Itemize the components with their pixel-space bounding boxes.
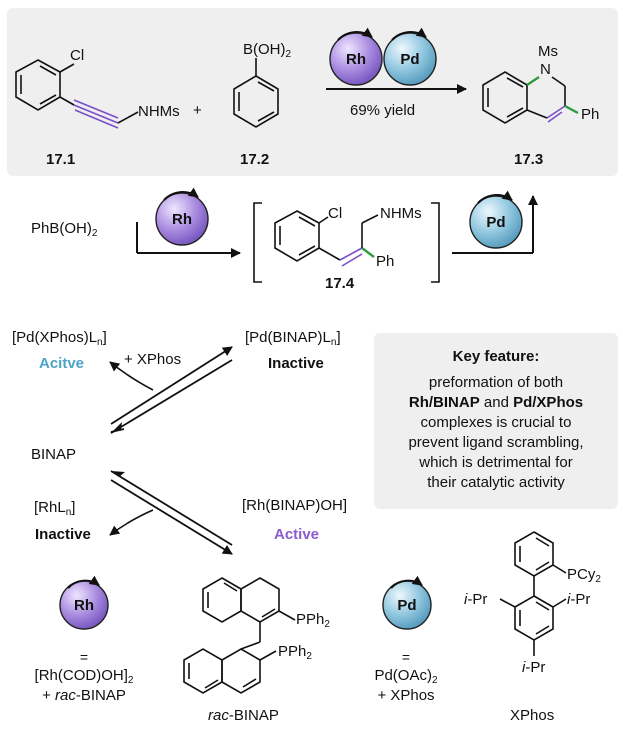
pd-equals: = [401,649,411,665]
rh-label-legend: Rh [74,597,94,614]
xphos-ipr-bottom: i-Pr [522,659,546,676]
plus-sign: + [193,102,202,119]
rh-catalyst-top [329,27,383,86]
key-feature-title: Key feature: [452,348,540,365]
rh-definition-line1: [Rh(COD)OH]2 [34,667,134,686]
key-feature-panel [374,333,618,509]
key-feature-line1: preformation of both [428,374,564,391]
rh-catalyst-mech [155,187,209,246]
xphos-label: XPhos [510,707,555,724]
pd-label-mech: Pd [486,214,506,231]
compound-17-1 [15,59,139,129]
pd-catalyst-legend [382,575,432,630]
pd-xphos-complex: [Pd(XPhos)Ln] [12,329,107,348]
binap-pph2-lower: PPh2 [278,643,312,662]
equilibrium-arrows [110,346,233,555]
pd-label-top: Pd [400,51,420,68]
pd-definition-line2: + XPhos [377,687,435,704]
nhms-label-mech: NHMs [380,205,422,222]
rh-label-top: Rh [346,51,366,68]
xphos-structure [499,531,567,656]
cl-label-mech: Cl [328,205,343,222]
label-17-2: 17.2 [240,151,270,168]
key-feature-line4: prevent ligand scrambling, [408,434,584,451]
active-rh-label: Active [274,526,320,543]
compound-17-4 [274,210,379,267]
pd-catalyst-mech [469,190,523,249]
label-17-4: 17.4 [325,275,355,292]
key-feature-line6: their catalytic activity [427,474,565,491]
rac-binap-label: rac-BINAP [208,707,279,724]
rh-binap-complex: [Rh(BINAP)OH] [242,497,348,514]
ph-label-mech: Ph [376,253,395,270]
equilibrium-half-arrows [111,422,125,477]
pd-binap-complex: [Pd(BINAP)Ln] [245,329,341,348]
pd-label-legend: Pd [397,597,417,614]
n-label: N [540,61,551,78]
reaction-panel [7,8,618,176]
ph-label: Ph [581,106,600,123]
label-17-1: 17.1 [46,151,76,168]
curved-arrows [109,361,154,536]
rh-label-mech: Rh [172,211,192,228]
phboh2-label: PhB(OH)2 [31,220,98,239]
xphos-ipr-right: i-Pr [567,591,591,608]
label-17-3: 17.3 [514,151,544,168]
key-feature-line5: which is detrimental for [419,454,573,471]
yield-label: 69% yield [350,102,416,119]
active-pd-label: Acitve [39,355,85,372]
pd-definition-line1: Pd(OAc)2 [374,667,438,686]
xphos-ipr-left: i-Pr [464,591,488,608]
binap-label: BINAP [31,446,77,463]
rhln-complex: [RhLn] [34,499,76,518]
pd-catalyst-top [383,27,437,86]
key-feature-line3: complexes is crucial to [420,414,572,431]
inactive-rh-label: Inactive [35,526,91,543]
rh-catalyst-legend [59,575,109,630]
xphos-pcy2-label: PCy2 [567,566,601,585]
binap-structure [183,577,296,694]
rh-definition-line2: + rac-BINAP [42,687,126,704]
nhms-label: NHMs [138,103,180,120]
compound-17-2 [233,58,279,128]
key-feature-line2: Rh/BINAP and Pd/XPhos [408,394,584,411]
cl-label: Cl [70,47,85,64]
inactive-pd-label: Inactive [268,355,324,372]
mechanism-arrows [136,195,538,258]
plus-xphos-label: + XPhos [124,351,182,368]
ms-label: Ms [538,43,558,60]
intermediate-brackets [253,202,440,283]
compound-17-3 [482,71,579,124]
boronic-acid-label: B(OH)2 [243,41,292,60]
rh-equals: = [79,649,89,665]
binap-pph2-upper: PPh2 [296,611,330,630]
